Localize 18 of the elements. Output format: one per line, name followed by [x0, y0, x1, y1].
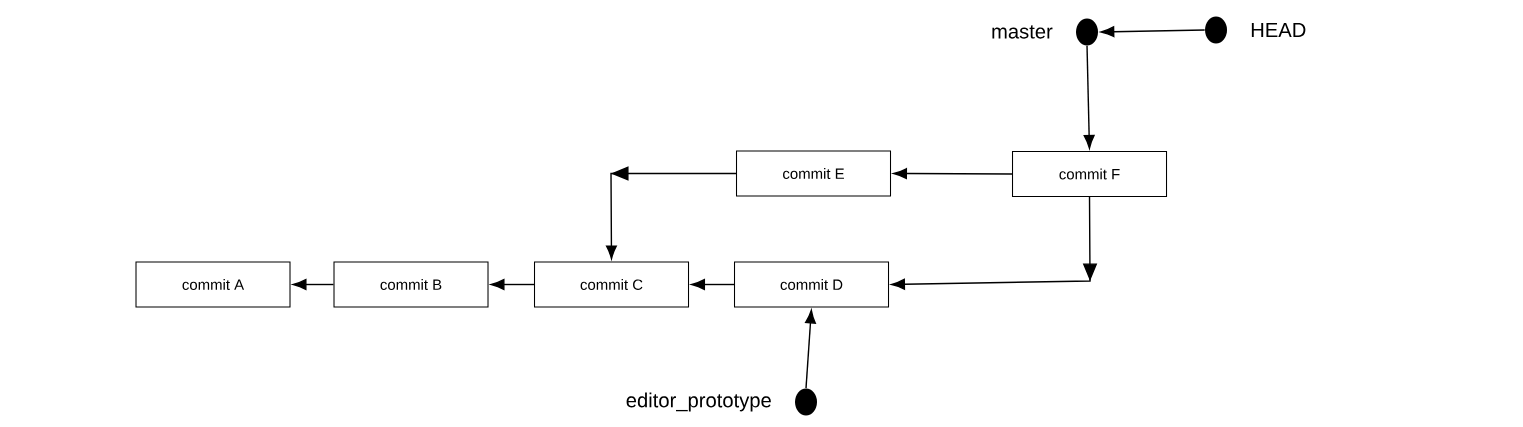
arrow — [292, 279, 335, 290]
arrow — [691, 279, 735, 290]
arrow — [891, 196, 1098, 290]
arrow — [1083, 45, 1095, 149]
commit-box: commit F — [1012, 151, 1168, 198]
pointer-label: master — [992, 25, 1053, 39]
arrow — [1100, 26, 1206, 38]
commit-box: commit C — [534, 261, 690, 308]
commit-box: commit E — [736, 150, 892, 197]
commit-box: commit A — [135, 261, 291, 308]
commit-box: commit B — [333, 261, 489, 308]
commit-box: commit D — [734, 261, 890, 308]
pointer-label: HEAD — [1251, 23, 1306, 37]
arrow — [893, 168, 1013, 180]
pointer-label: editor_prototype — [626, 392, 771, 412]
arrow — [490, 279, 535, 290]
arrow — [605, 166, 737, 260]
arrow — [805, 309, 816, 389]
